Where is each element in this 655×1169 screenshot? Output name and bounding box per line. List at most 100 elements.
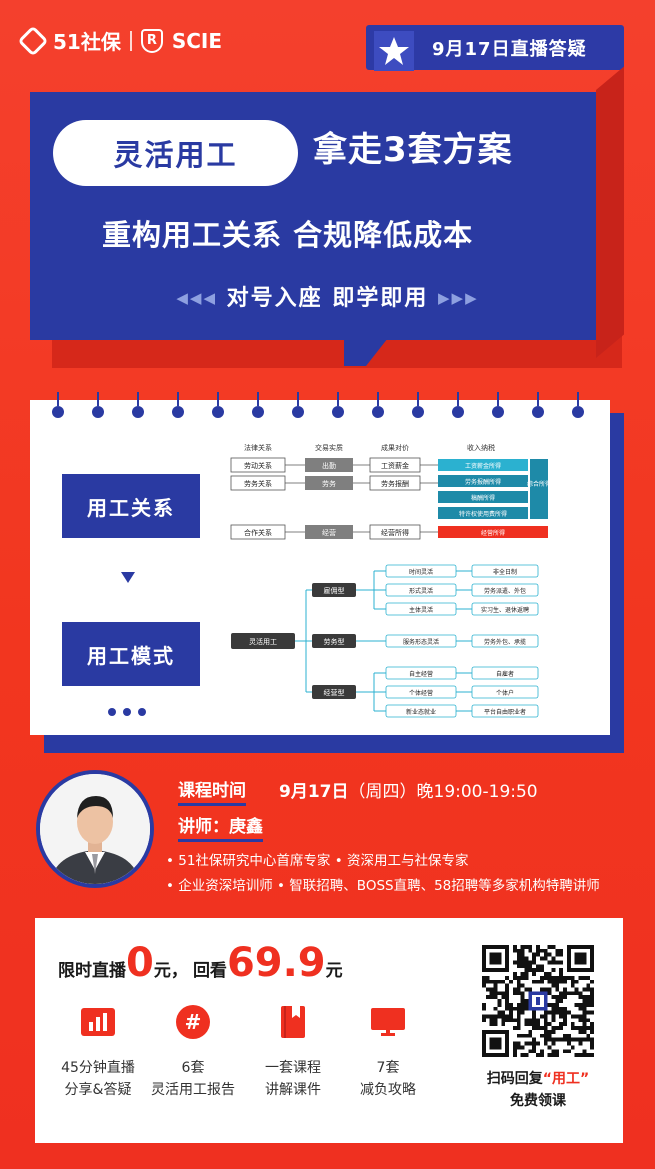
mode-root-text: 灵活用工 xyxy=(249,637,277,646)
biz-item-3-text: 新业态就业 xyxy=(406,708,436,716)
mode-type-3 xyxy=(312,685,356,699)
mode-type-3-text: 经营型 xyxy=(324,688,345,697)
mode-root xyxy=(231,633,295,649)
hire-result-1 xyxy=(471,564,539,578)
arrows-left-icon: ◀◀◀ xyxy=(176,289,217,307)
brand-name: 51社保 xyxy=(53,30,121,54)
instructor-name: 讲师：庚鑫 xyxy=(178,812,263,842)
chart-icon xyxy=(81,1008,115,1036)
feature-courseware: 一套课程 讲解课件 xyxy=(233,1004,353,1101)
binder-ring-icon xyxy=(332,392,344,418)
tax-1-text: 工资薪金所得 xyxy=(465,462,501,470)
hdr-price: 成果对价 xyxy=(381,443,409,452)
replay-unit: 元 xyxy=(325,961,343,981)
instructor-avatar xyxy=(36,770,154,888)
hdr-law: 法律关系 xyxy=(244,443,272,452)
mode-type-2-text: 劳务型 xyxy=(324,637,345,646)
tax-3 xyxy=(438,491,528,503)
binder-ring-icon xyxy=(292,392,304,418)
more-dots-icon xyxy=(108,708,146,716)
course-time-label: 课程时间 xyxy=(178,776,246,806)
hire-item-2-text: 形式灵活 xyxy=(409,587,433,595)
course-date: 9月17日 xyxy=(279,782,349,802)
hdr-tax: 收入纳税 xyxy=(467,443,495,452)
hero-side xyxy=(596,66,624,358)
replay-price: 69.9 xyxy=(226,940,326,986)
binder-ring-icon xyxy=(412,392,424,418)
binder-ring-icon xyxy=(452,392,464,418)
binder-ring-icon xyxy=(212,392,224,418)
biz-result-2 xyxy=(471,685,539,699)
book-icon xyxy=(281,1006,305,1038)
hire-result-2-text: 劳务派遣、外包 xyxy=(484,587,526,595)
qr-caption: 扫码回复“用工” 免费领课 xyxy=(456,1068,620,1112)
feature-reports-line2: 灵活用工报告 xyxy=(151,1082,235,1098)
rel-deal-1 xyxy=(305,458,353,472)
person-icon xyxy=(40,774,150,884)
rel-price-1-text: 工资薪金 xyxy=(381,461,409,470)
binder-ring-icon xyxy=(172,392,184,418)
notebook-rings xyxy=(52,392,612,422)
rel-deal-3 xyxy=(305,525,353,539)
hire-result-3-text: 实习生、退休返聘 xyxy=(481,606,529,614)
rel-price-3-text: 经营所得 xyxy=(381,528,409,537)
rel-deal-2 xyxy=(305,476,353,490)
course-time-value: 9月17日（周四）晚19:00-19:50 xyxy=(279,777,538,802)
hero-subtitle: 重构用工关系 合规降低成本 xyxy=(102,218,474,252)
labor-result-1-text: 劳务外包、承揽 xyxy=(484,638,526,646)
tax-1 xyxy=(438,459,528,471)
hero-tail xyxy=(344,338,388,366)
hero-tagline: ◀◀◀ 对号入座 即学即用 ▶▶▶ xyxy=(0,280,655,312)
logo-divider xyxy=(129,30,132,51)
tax-5-text: 经营所得 xyxy=(481,529,505,537)
arrow-down-icon xyxy=(121,572,135,583)
hire-result-3 xyxy=(471,602,539,616)
binder-ring-icon xyxy=(52,392,64,418)
partner-name: SCIE xyxy=(171,28,223,53)
hire-item-1-text: 时间灵活 xyxy=(409,568,433,576)
hire-result-1-text: 非全日制 xyxy=(493,568,517,576)
brand-mark-icon xyxy=(17,24,49,57)
binder-ring-icon xyxy=(252,392,264,418)
instructor-bio-2: • 企业资深培训师 • 智联招聘、BOSS直聘、58招聘等多家机构特聘讲师 xyxy=(166,878,600,894)
live-price: 0 xyxy=(126,940,154,986)
binder-ring-icon xyxy=(532,392,544,418)
rel-deal-1-text: 出勤 xyxy=(322,461,336,470)
rel-law-1-text: 劳动关系 xyxy=(244,461,272,470)
live-date-badge: 9月17日直播答疑 xyxy=(366,25,624,71)
badge-text: 9月17日直播答疑 xyxy=(432,38,587,60)
relationship-diagram: 法律关系 交易实质 成果对价 收入纳税 劳动关系 出勤 工资薪金 劳务关系 劳务… xyxy=(230,443,551,718)
rel-deal-3-text: 经营 xyxy=(322,528,336,537)
feature-live: 45分钟直播 分享&答疑 xyxy=(38,1004,158,1101)
live-unit: 元， xyxy=(153,961,188,981)
feature-courseware-line2: 讲解课件 xyxy=(265,1082,321,1098)
course-time: （周四）晚19:00-19:50 xyxy=(348,782,538,802)
binder-ring-icon xyxy=(492,392,504,418)
labor-item-1-text: 服务形态灵活 xyxy=(403,638,439,646)
biz-item-1-text: 自主经营 xyxy=(409,670,433,678)
combined-income xyxy=(530,459,548,519)
rel-law-2-text: 劳务关系 xyxy=(244,479,272,488)
feature-guides-line2: 减负攻略 xyxy=(360,1082,416,1098)
labor-result-1 xyxy=(471,634,539,648)
brand-logo: 51社保 R SCIE xyxy=(17,24,223,57)
binder-ring-icon xyxy=(372,392,384,418)
feature-reports: # 6套 灵活用工报告 xyxy=(133,1004,253,1101)
replay-label: 回看 xyxy=(192,961,227,981)
binder-ring-icon xyxy=(572,392,584,418)
qr-caption-line2: 免费领课 xyxy=(510,1093,566,1109)
svg-text:#: # xyxy=(185,1010,202,1034)
feature-guides-line1: 7套 xyxy=(376,1060,400,1076)
qr-caption-pre: 扫码回复 xyxy=(486,1071,543,1087)
shield-icon: R xyxy=(140,28,163,53)
hero-pill: 灵活用工 xyxy=(53,120,298,186)
tax-2-text: 劳务报酬所得 xyxy=(465,478,501,486)
tax-5 xyxy=(438,526,548,538)
feature-guides: 7套 减负攻略 xyxy=(328,1004,448,1101)
hdr-deal: 交易实质 xyxy=(315,443,343,452)
hash-icon: # xyxy=(176,1005,210,1039)
arrows-right-icon: ▶▶▶ xyxy=(438,289,479,307)
qr-code[interactable] xyxy=(482,945,594,1057)
mode-type-1-text: 雇佣型 xyxy=(324,586,345,595)
biz-result-3 xyxy=(471,704,539,718)
